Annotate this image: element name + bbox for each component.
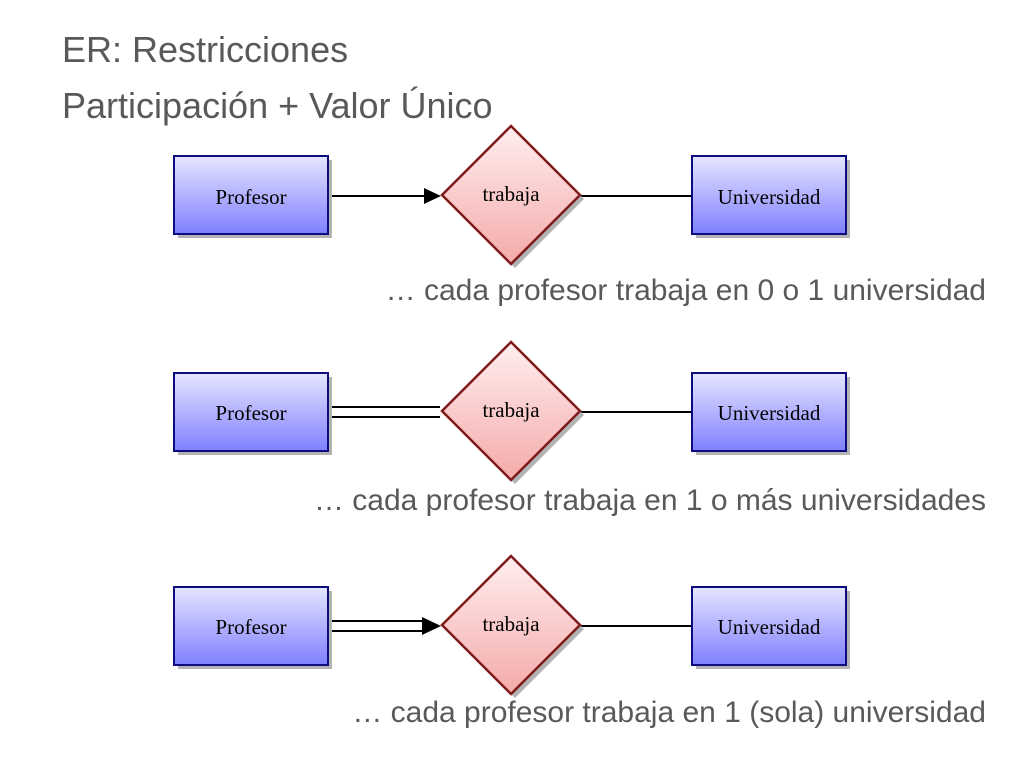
er-diagram-2: Profesor trabaja Universidad: [173, 340, 850, 484]
er-diagram-3: Profesor trabaja Universidad: [173, 554, 850, 698]
slide-title: ER: Restricciones Participación + Valor …: [62, 22, 493, 134]
entity-right-box: [691, 155, 847, 235]
left-connector-arrowhead: [422, 617, 441, 635]
entity-left-label: Profesor: [215, 185, 286, 209]
entity-right-box: [691, 586, 847, 666]
relationship-diamond: [440, 554, 582, 696]
entity-left-label: Profesor: [215, 401, 286, 425]
entity-left-box: [173, 586, 329, 666]
er-diagram-1: Profesor trabaja Universidad: [173, 124, 850, 268]
entity-left-box: [173, 155, 329, 235]
relationship-label: trabaja: [482, 182, 540, 206]
caption-2: … cada profesor trabaja en 1 o más unive…: [313, 484, 986, 517]
left-connector-arrowhead: [424, 188, 441, 204]
caption-1: … cada profesor trabaja en 0 o 1 univers…: [385, 274, 986, 307]
relationship-label: trabaja: [482, 612, 540, 636]
entity-right-box: [691, 372, 847, 452]
entity-left-box: [173, 372, 329, 452]
entity-right-label: Universidad: [718, 615, 821, 639]
entity-right-label: Universidad: [718, 185, 821, 209]
title-line-2: Participación + Valor Único: [62, 85, 493, 126]
entity-right-label: Universidad: [718, 401, 821, 425]
relationship-diamond: [440, 340, 582, 482]
entity-left-label: Profesor: [215, 615, 286, 639]
relationship-label: trabaja: [482, 398, 540, 422]
title-line-1: ER: Restricciones: [62, 29, 349, 70]
relationship-diamond: [440, 124, 582, 266]
caption-3: … cada profesor trabaja en 1 (sola) univ…: [352, 696, 986, 729]
